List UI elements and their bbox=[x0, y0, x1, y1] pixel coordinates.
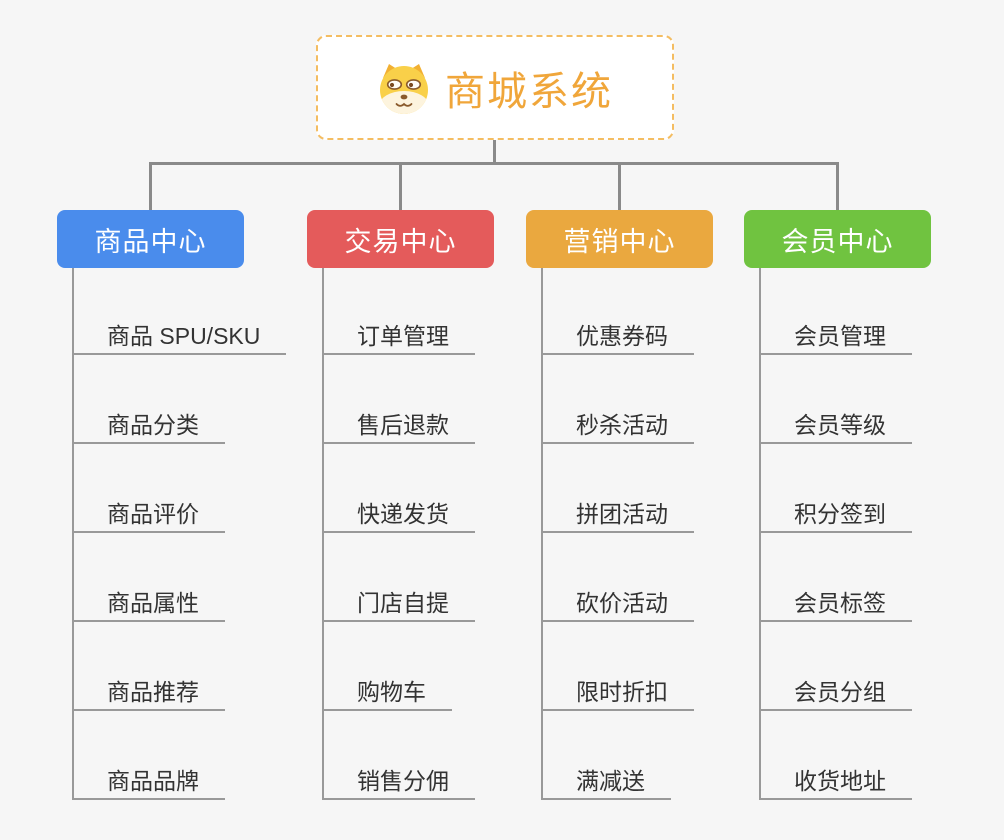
leaf-node[interactable]: 限时折扣 bbox=[541, 675, 694, 711]
branch-children-product-center: 商品 SPU/SKU 商品分类 商品评价 商品属性 商品推荐 商品品牌 bbox=[72, 268, 332, 808]
leaf-node[interactable]: 拼团活动 bbox=[541, 497, 694, 533]
root-title: 商城系统 bbox=[445, 69, 613, 114]
connector-stub-marketing bbox=[618, 162, 621, 210]
leaf-node[interactable]: 满减送 bbox=[541, 764, 671, 800]
connector-branch-vline bbox=[322, 268, 324, 800]
leaf-node[interactable]: 会员分组 bbox=[759, 675, 912, 711]
root-node[interactable]: 商城系统 bbox=[316, 35, 674, 140]
leaf-node[interactable]: 售后退款 bbox=[322, 408, 475, 444]
connector-stub-member bbox=[836, 162, 839, 210]
leaf-node[interactable]: 商品 SPU/SKU bbox=[72, 319, 287, 355]
leaf-node[interactable]: 会员管理 bbox=[759, 319, 912, 355]
leaf-node[interactable]: 订单管理 bbox=[322, 319, 475, 355]
leaf-node[interactable]: 快递发货 bbox=[322, 497, 475, 533]
connector-branch-vline bbox=[72, 268, 74, 800]
leaf-node[interactable]: 优惠券码 bbox=[541, 319, 694, 355]
connector-branch-vline bbox=[759, 268, 761, 800]
leaf-node[interactable]: 积分签到 bbox=[759, 497, 912, 533]
connector-stub-trade bbox=[399, 162, 402, 210]
leaf-node[interactable]: 会员等级 bbox=[759, 408, 912, 444]
leaf-node[interactable]: 购物车 bbox=[322, 675, 452, 711]
branch-node-product-center[interactable]: 商品中心 bbox=[57, 210, 244, 268]
leaf-node[interactable]: 砍价活动 bbox=[541, 586, 694, 622]
doge-face-icon bbox=[380, 63, 428, 114]
connector-branch-vline bbox=[541, 268, 543, 800]
leaf-node[interactable]: 商品属性 bbox=[72, 586, 225, 622]
connector-stub-product bbox=[149, 162, 152, 210]
leaf-node[interactable]: 会员标签 bbox=[759, 586, 912, 622]
connector-root-stub bbox=[493, 140, 496, 165]
leaf-node[interactable]: 商品品牌 bbox=[72, 764, 225, 800]
branch-node-marketing-center[interactable]: 营销中心 bbox=[526, 210, 713, 268]
branch-children-member-center: 会员管理 会员等级 积分签到 会员标签 会员分组 收货地址 bbox=[759, 268, 1004, 808]
branch-node-trade-center[interactable]: 交易中心 bbox=[307, 210, 494, 268]
leaf-node[interactable]: 秒杀活动 bbox=[541, 408, 694, 444]
branch-children-trade-center: 订单管理 售后退款 快递发货 门店自提 购物车 销售分佣 bbox=[322, 268, 582, 808]
leaf-node[interactable]: 商品评价 bbox=[72, 497, 225, 533]
leaf-node[interactable]: 销售分佣 bbox=[322, 764, 475, 800]
leaf-node[interactable]: 收货地址 bbox=[759, 764, 912, 800]
leaf-node[interactable]: 商品分类 bbox=[72, 408, 225, 444]
branch-node-member-center[interactable]: 会员中心 bbox=[744, 210, 931, 268]
leaf-node[interactable]: 商品推荐 bbox=[72, 675, 225, 711]
connector-horizontal-line bbox=[149, 162, 839, 165]
leaf-node[interactable]: 门店自提 bbox=[322, 586, 475, 622]
branch-children-marketing-center: 优惠券码 秒杀活动 拼团活动 砍价活动 限时折扣 满减送 bbox=[541, 268, 801, 808]
